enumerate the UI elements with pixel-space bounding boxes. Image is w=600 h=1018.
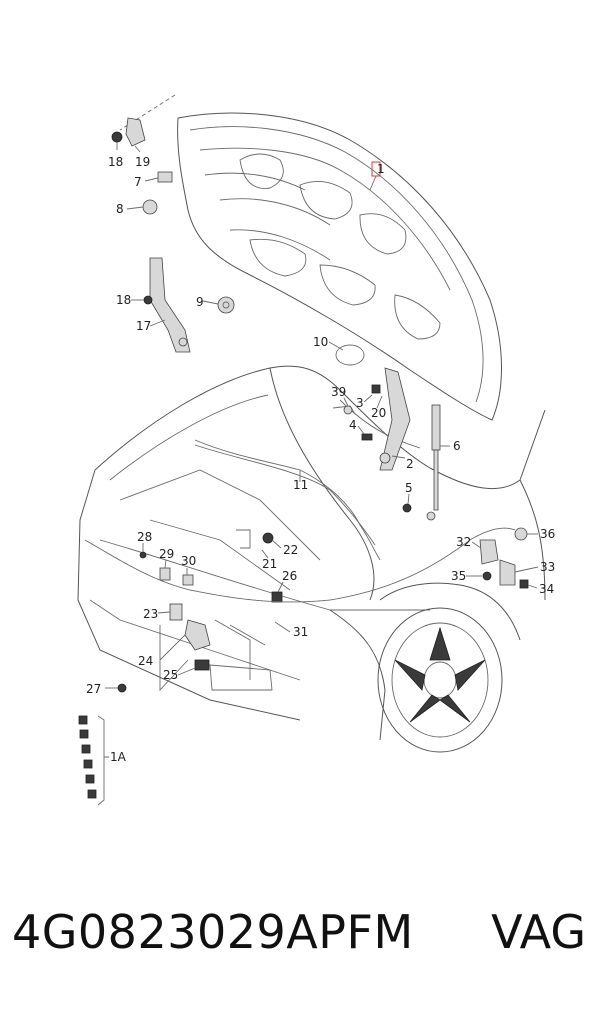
callout-17: 17 xyxy=(136,319,151,333)
callout-35: 35 xyxy=(451,569,466,583)
callout-labels: 1 1A 2 3 4 5 6 7 8 9 10 11 17 18 18 19 2… xyxy=(86,155,555,764)
callout-3: 3 xyxy=(356,396,364,410)
engine-bay-body xyxy=(77,365,546,741)
callout-30: 30 xyxy=(181,554,196,568)
callout-18-top: 18 xyxy=(108,155,123,169)
callout-1a: 1A xyxy=(110,750,127,764)
callout-8: 8 xyxy=(116,202,124,216)
callout-1: 1 xyxy=(377,162,385,176)
small-hardware xyxy=(78,117,529,799)
callout-28: 28 xyxy=(137,530,152,544)
brand-label: VAG xyxy=(491,905,586,959)
callout-10: 10 xyxy=(313,335,328,349)
release-cable xyxy=(84,439,516,603)
callout-18-lower: 18 xyxy=(116,293,131,307)
leader-lines xyxy=(97,142,539,806)
callout-6: 6 xyxy=(453,439,461,453)
callout-25: 25 xyxy=(163,668,178,682)
callout-31: 31 xyxy=(293,625,308,639)
callout-32: 32 xyxy=(456,535,471,549)
callout-2: 2 xyxy=(406,457,414,471)
callout-33: 33 xyxy=(540,560,555,574)
callout-39: 39 xyxy=(331,385,346,399)
callout-22: 22 xyxy=(283,543,298,557)
exploded-parts-diagram: 1 1A 2 3 4 5 6 7 8 9 10 11 17 18 18 19 2… xyxy=(77,94,555,806)
footer-caption: 4G0823029APFM VAG xyxy=(0,905,600,975)
callout-27: 27 xyxy=(86,682,101,696)
callout-20: 20 xyxy=(371,406,386,420)
gas-strut xyxy=(426,404,441,521)
callout-4: 4 xyxy=(349,418,357,432)
hood-hinge-left xyxy=(149,257,191,353)
callout-7: 7 xyxy=(134,175,142,189)
hood-panel xyxy=(119,94,502,421)
callout-29: 29 xyxy=(159,547,174,561)
callout-34: 34 xyxy=(539,582,554,596)
callout-26: 26 xyxy=(282,569,297,583)
callout-5: 5 xyxy=(405,481,413,495)
callout-36: 36 xyxy=(540,527,555,541)
part-number: 4G0823029APFM xyxy=(12,905,414,959)
hood-hinge-right xyxy=(379,367,411,471)
callout-11: 11 xyxy=(293,478,308,492)
callout-19: 19 xyxy=(135,155,150,169)
callout-24: 24 xyxy=(138,654,153,668)
callout-21: 21 xyxy=(262,557,277,571)
callout-9: 9 xyxy=(196,295,204,309)
front-wheel xyxy=(377,582,521,753)
callout-23: 23 xyxy=(143,607,158,621)
